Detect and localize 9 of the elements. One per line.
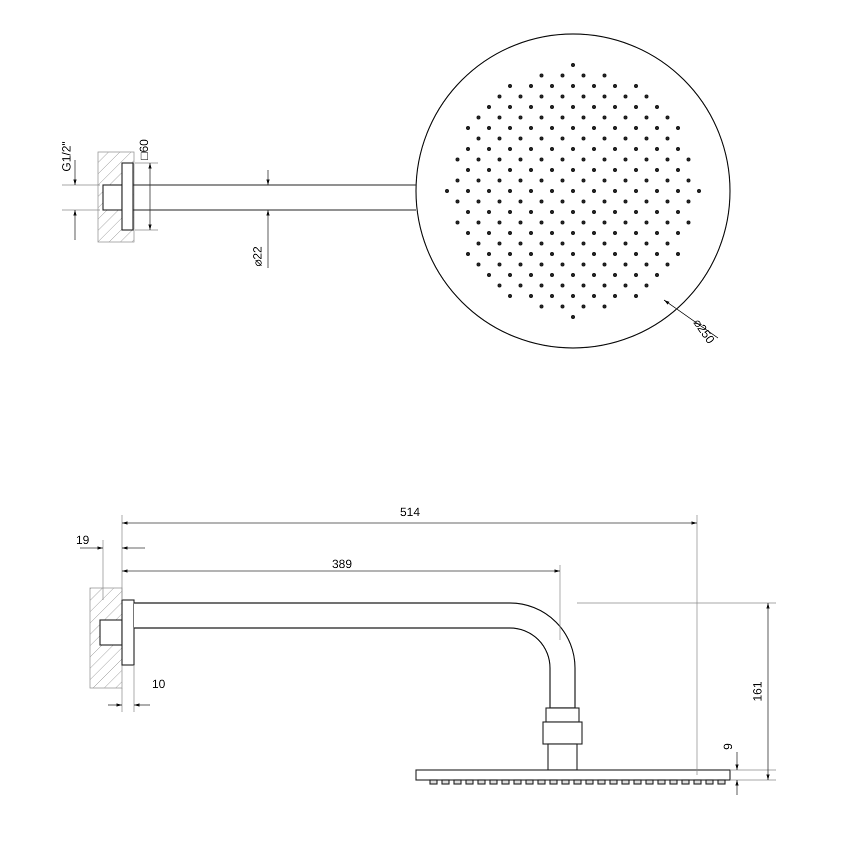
dimension-label: 389 (332, 558, 352, 571)
dimension-label: 161 (752, 681, 765, 702)
dimension-label: ⌀22 (252, 246, 265, 267)
dimension-label: 19 (76, 534, 90, 547)
dimension-label: 514 (400, 506, 420, 519)
dimension-label: 10 (152, 678, 166, 691)
dimension-label: G1/2" (60, 141, 74, 172)
dimension-label: □60 (138, 139, 151, 160)
dimension-label: 9 (722, 743, 735, 750)
